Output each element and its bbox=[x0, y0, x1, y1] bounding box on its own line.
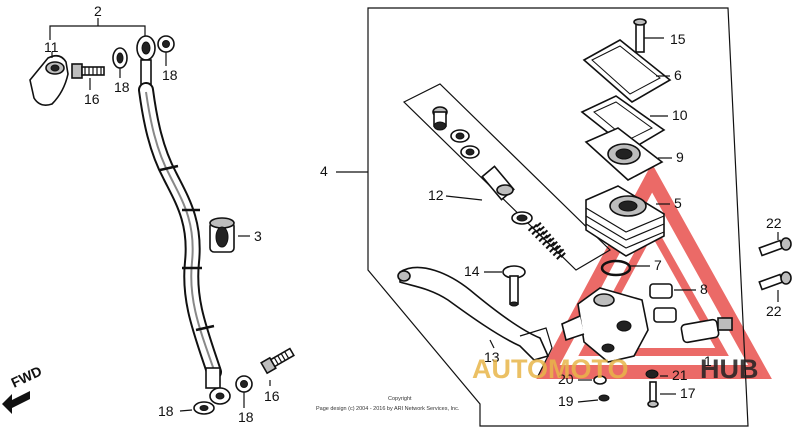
hose-top-fitting bbox=[136, 35, 156, 91]
label-2: 2 bbox=[94, 3, 102, 19]
copyright-line-1: Copyright bbox=[388, 396, 412, 402]
forward-direction-indicator: FWD bbox=[2, 363, 44, 414]
label-18-top-b: 18 bbox=[162, 67, 178, 83]
label-18-bottom-a: 18 bbox=[158, 403, 174, 419]
label-18-bottom-b: 18 bbox=[238, 409, 254, 425]
o-ring-part bbox=[600, 259, 632, 277]
fwd-text: FWD bbox=[9, 363, 45, 391]
holder-part bbox=[649, 283, 677, 323]
hose-cover-part bbox=[29, 54, 69, 106]
label-22-bottom: 22 bbox=[766, 303, 782, 319]
label-3: 3 bbox=[254, 228, 262, 244]
label-16-top: 16 bbox=[84, 91, 100, 107]
watermark-automoto: AUTOMOTO bbox=[472, 354, 629, 384]
oil-bolt-part bbox=[71, 63, 105, 79]
master-cylinder-body bbox=[561, 287, 649, 363]
label-19: 19 bbox=[558, 393, 574, 409]
small-hardware bbox=[593, 369, 659, 408]
label-5: 5 bbox=[674, 195, 682, 211]
label-17: 17 bbox=[680, 385, 696, 401]
assembly-boundary bbox=[367, 7, 749, 427]
reservoir-cap-part bbox=[582, 39, 672, 103]
brake-switch-part bbox=[680, 317, 733, 344]
label-4: 4 bbox=[320, 163, 328, 179]
label-12: 12 bbox=[428, 187, 444, 203]
label-1: 1 bbox=[704, 353, 712, 369]
label-7: 7 bbox=[654, 257, 662, 273]
label-18-top-a: 18 bbox=[114, 79, 130, 95]
label-21: 21 bbox=[672, 367, 688, 383]
label-16-bottom: 16 bbox=[264, 388, 280, 404]
label-22-top: 22 bbox=[766, 215, 782, 231]
grommet-part bbox=[209, 217, 235, 253]
sealing-washer-lower-part bbox=[193, 375, 253, 415]
label-9: 9 bbox=[676, 149, 684, 165]
cap-screw-part bbox=[633, 18, 647, 53]
piston-kit-parts bbox=[432, 106, 567, 261]
label-20: 20 bbox=[558, 371, 574, 387]
reservoir-body-part bbox=[585, 185, 665, 257]
watermark-text: AUTOMOTO HUB bbox=[472, 354, 759, 384]
label-14: 14 bbox=[464, 263, 480, 279]
diaphragm-part bbox=[584, 127, 664, 181]
bracket-2 bbox=[49, 25, 146, 40]
label-13: 13 bbox=[484, 349, 500, 365]
label-10: 10 bbox=[672, 107, 688, 123]
pivot-bolt-part bbox=[502, 265, 526, 307]
oil-bolt-lower-part bbox=[260, 347, 295, 375]
label-6: 6 bbox=[674, 67, 682, 83]
label-8: 8 bbox=[700, 281, 708, 297]
hose-bottom-fitting bbox=[205, 367, 231, 405]
watermark-hub: HUB bbox=[700, 354, 759, 384]
copyright-line-2: Page design (c) 2004 - 2016 by ARI Netwo… bbox=[316, 406, 460, 412]
brake-lever-part bbox=[397, 266, 553, 377]
label-11: 11 bbox=[44, 39, 59, 55]
mounting-bolt-part bbox=[758, 237, 792, 291]
label-15: 15 bbox=[670, 31, 686, 47]
